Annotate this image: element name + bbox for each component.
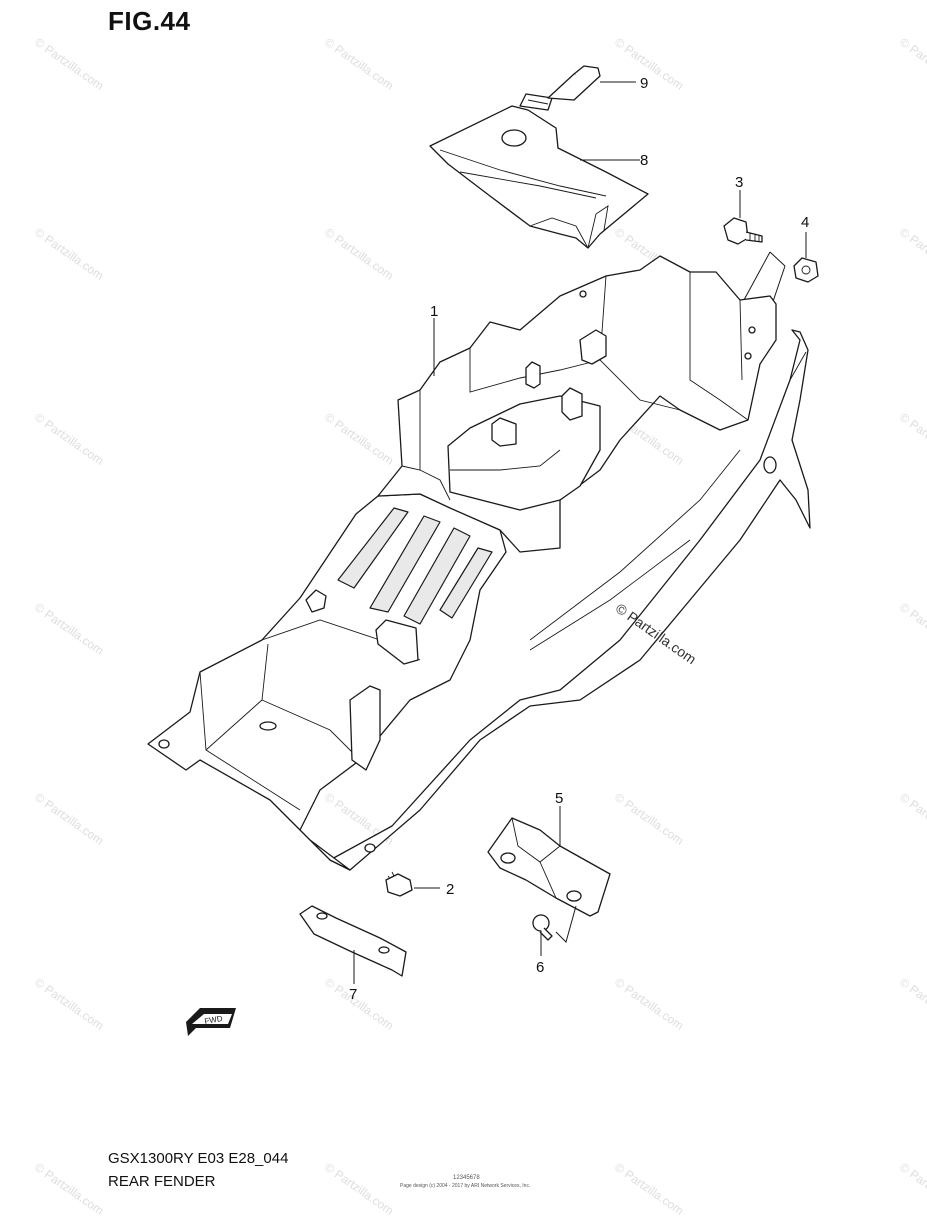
part-1-rear-fender[interactable] — [147, 255, 811, 871]
callout-label-4: 4 — [801, 214, 809, 231]
callout-label-2: 2 — [446, 881, 454, 898]
part-7-plate[interactable] — [299, 905, 407, 984]
callout-label-1: 1 — [430, 303, 438, 320]
part-6-screw[interactable] — [532, 905, 577, 956]
callout-label-8: 8 — [640, 152, 648, 169]
part-4-nut[interactable] — [793, 232, 819, 283]
part-3-flange-bolt[interactable] — [723, 190, 763, 245]
callout-label-5: 5 — [555, 790, 563, 807]
copyright-note: Page design (c) 2004 - 2017 by ARI Netwo… — [400, 1183, 531, 1189]
callout-label-3: 3 — [735, 174, 743, 191]
figure-title: FIG.44 — [108, 6, 191, 36]
callout-label-6: 6 — [536, 959, 544, 976]
fwd-arrow: FWD — [186, 1008, 236, 1036]
part-5-bracket[interactable] — [487, 806, 611, 917]
small-reference-id: 12345678 — [453, 1175, 480, 1181]
part-8-tail-cover[interactable] — [429, 105, 649, 249]
part-9-strap[interactable] — [519, 65, 601, 111]
callout-label-7: 7 — [349, 986, 357, 1003]
fwd-label: FWD — [204, 1014, 224, 1026]
callout-label-9: 9 — [640, 75, 648, 92]
part-2-bolt[interactable] — [385, 871, 440, 897]
model-code: GSX1300RY E03 E28_044 — [108, 1150, 289, 1167]
figure-caption: REAR FENDER — [108, 1173, 216, 1190]
